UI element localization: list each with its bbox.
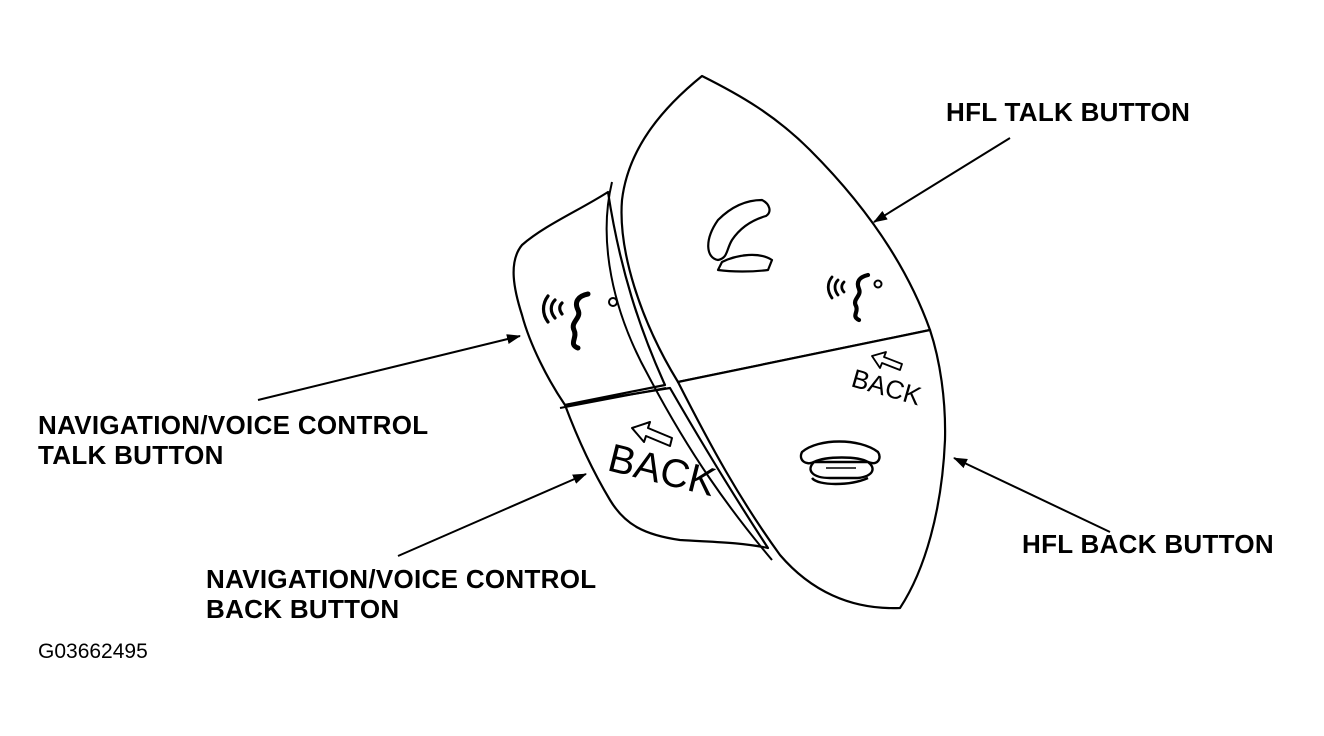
- callout-nav-back-line2: BACK BUTTON: [206, 594, 400, 624]
- callout-hfl-back-button: HFL BACK BUTTON: [1022, 529, 1274, 559]
- leader-hfl-back: [953, 457, 1111, 533]
- leader-nav-talk: [257, 334, 521, 401]
- nav-voice-back-button[interactable]: [563, 386, 770, 550]
- nav-voice-talk-button[interactable]: [512, 190, 667, 407]
- hfl-talk-button[interactable]: [620, 74, 932, 384]
- callout-nav-talk-button: NAVIGATION/VOICE CONTROL TALK BUTTON: [38, 410, 428, 470]
- leader-nav-back: [397, 473, 587, 557]
- callout-nav-back-line1: NAVIGATION/VOICE CONTROL: [206, 564, 597, 594]
- phone-hangup-icon: [799, 440, 881, 486]
- nav-voice-control-switch: [512, 190, 770, 550]
- callout-hfl-talk-button: HFL TALK BUTTON: [946, 97, 1190, 127]
- callout-nav-talk-line1: NAVIGATION/VOICE CONTROL: [38, 410, 429, 440]
- back-arrow-icon: [631, 421, 673, 447]
- voice-talk-icon: [826, 272, 883, 323]
- callout-nav-talk-line2: TALK BUTTON: [38, 440, 224, 470]
- callout-hfl-back-text: HFL BACK BUTTON: [1022, 529, 1274, 559]
- leader-lines: [257, 137, 1111, 557]
- callout-nav-back-button: NAVIGATION/VOICE CONTROL BACK BUTTON: [206, 564, 596, 624]
- figure-id: G03662495: [38, 640, 148, 663]
- back-arrow-icon: [871, 351, 903, 371]
- phone-pickup-icon: [707, 198, 774, 273]
- leader-hfl-talk: [873, 137, 1011, 223]
- voice-talk-icon: [541, 291, 618, 351]
- callout-hfl-talk-text: HFL TALK BUTTON: [946, 97, 1191, 127]
